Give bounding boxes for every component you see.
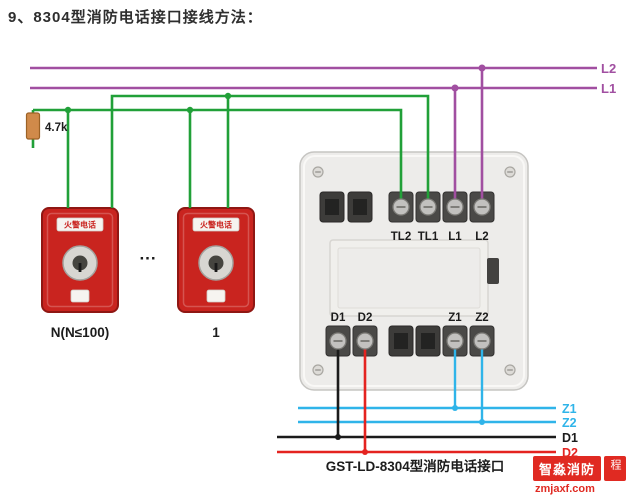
empty-socket-hole	[353, 199, 367, 215]
empty-socket-hole	[394, 333, 408, 349]
terminal-screw-z1	[446, 332, 464, 350]
z2-line-label: Z2	[562, 416, 577, 430]
d1-line-label: D1	[562, 431, 578, 445]
wires	[25, 64, 597, 455]
junction-dot	[451, 84, 459, 92]
watermark: 智淼消防 程 zmjaxf.com	[532, 456, 626, 495]
plate-side-slot	[487, 258, 499, 284]
l2-bus-label: L2	[601, 61, 616, 76]
terminal-screw-l1	[446, 198, 464, 216]
watermark-url: zmjaxf.com	[534, 483, 595, 495]
empty-socket-hole	[421, 333, 435, 349]
z1-line-label: Z1	[562, 402, 577, 416]
interface-module-plate	[299, 151, 529, 391]
phones-ellipsis: ···	[140, 249, 157, 268]
terminal-screw-d2	[356, 332, 374, 350]
terminal-screw-z2	[473, 332, 491, 350]
terminal-screw-d1	[329, 332, 347, 350]
junction-dot	[224, 92, 232, 100]
phone-jack-badge	[70, 289, 90, 303]
phone-jack-label: 火警电话	[200, 220, 232, 230]
junction-dot	[64, 106, 72, 114]
terminal-screw-tl1	[419, 198, 437, 216]
empty-socket-hole	[325, 199, 339, 215]
junction-dot	[478, 64, 486, 72]
phone-jack-badge	[206, 289, 226, 303]
junction-dot	[335, 434, 341, 440]
l1-bus-label: L1	[601, 81, 616, 96]
terminal-label-z2: Z2	[475, 312, 488, 324]
terminal-screw-tl2	[392, 198, 410, 216]
junction-dot	[362, 449, 368, 455]
tl1-branch-wire	[110, 94, 430, 208]
junction-dot	[186, 106, 194, 114]
module-caption: GST-LD-8304型消防电话接口	[326, 458, 505, 474]
junction-dot	[479, 419, 485, 425]
terminal-label-d2: D2	[358, 312, 373, 324]
terminal-screw-l2	[473, 198, 491, 216]
phone-first-label: 1	[212, 325, 220, 340]
plate-screw	[312, 166, 324, 178]
terminal-label-l2: L2	[475, 231, 488, 243]
page-title: 9、8304型消防电话接口接线方法：	[8, 9, 263, 26]
terminal-label-z1: Z1	[448, 312, 462, 324]
fire-phone-jack-n: 火警电话	[41, 207, 119, 313]
fire-phone-jack-1: 火警电话	[177, 207, 255, 313]
terminal-label-tl2: TL2	[391, 231, 411, 243]
watermark-brand: 智淼消防	[532, 456, 601, 481]
phone-count-label: N(N≤100)	[51, 325, 109, 340]
junction-dot	[452, 405, 458, 411]
plate-inner-frame	[329, 239, 499, 317]
plate-screw	[312, 364, 324, 376]
eol-resistor	[25, 112, 41, 140]
terminal-label-l1: L1	[448, 231, 462, 243]
terminal-label-tl1: TL1	[418, 231, 439, 243]
plate-screw	[504, 166, 516, 178]
phone-jack-label: 火警电话	[64, 220, 96, 230]
plate-screw	[504, 364, 516, 376]
resistor-value-label: 4.7k	[45, 122, 68, 134]
watermark-brand-tail: 程	[604, 456, 626, 481]
terminal-label-d1: D1	[331, 312, 346, 324]
tl2-branch-wire	[33, 108, 403, 207]
